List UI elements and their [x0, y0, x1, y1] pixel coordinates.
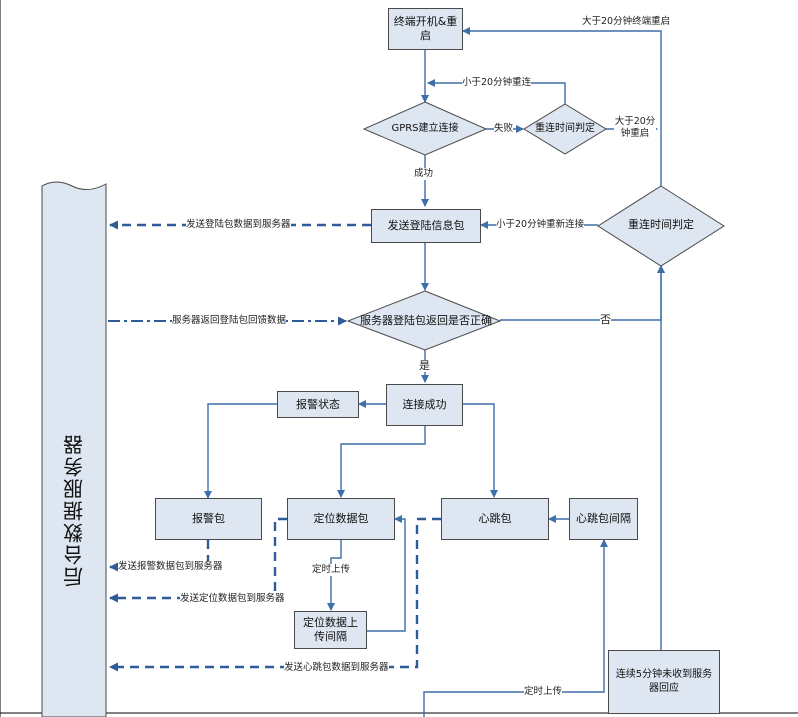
fail-label: 失败 — [494, 123, 514, 135]
location-packet-box: 定位数据包 — [287, 498, 395, 540]
alarm-packet-box: 报警包 — [155, 498, 262, 540]
timed-upload-label-2: 定时上传 — [524, 686, 563, 698]
timed-upload-label-1: 定时上传 — [312, 564, 351, 576]
server-label: 后台数据服务器 — [62, 433, 87, 587]
alarm-state-box: 报警状态 — [277, 391, 359, 418]
gt20-restart-label: 大于20分钟重启 — [614, 116, 656, 140]
no-reply-restart-box: 连续5分钟未收到服务器回应 — [608, 650, 720, 714]
send-heartbeat-to-server-label: 发送心跳包数据到服务器 — [284, 662, 389, 674]
send-alarm-to-server-label: 发送报警数据包到服务器 — [118, 561, 223, 573]
connected-box: 连接成功 — [386, 384, 463, 426]
no-label: 否 — [600, 313, 611, 326]
heartbeat-interval-box: 心跳包间隔 — [569, 498, 638, 540]
success-label: 成功 — [414, 168, 434, 180]
terminal-boot-box: 终端开机&重启 — [388, 8, 463, 50]
send-location-to-server-label: 发送定位数据包到服务器 — [180, 593, 285, 605]
gprs-connect-diamond — [362, 101, 488, 156]
server-login-reply-label: 服务器返回登陆包回馈数据 — [172, 315, 287, 327]
heartbeat-packet-box: 心跳包 — [441, 498, 549, 540]
reconnect-time-check-top-diamond — [523, 103, 607, 155]
lt20-new-connect-label: 小于20分钟重新连接 — [496, 219, 585, 231]
lt20-reconnect-label: 小于20分钟重连 — [462, 77, 532, 89]
send-login-to-server-label: 发送登陆包数据到服务器 — [186, 219, 291, 231]
gt20-terminal-restart-label: 大于20分钟终端重启 — [582, 16, 671, 28]
send-login-box: 发送登陆信息包 — [371, 209, 481, 243]
login-reply-check-diamond — [346, 290, 502, 351]
yes-label: 是 — [419, 359, 430, 372]
location-upload-interval-box: 定位数据上传间隔 — [294, 611, 367, 649]
server-banner-shape — [41, 181, 107, 717]
reconnect-time-check-right-diamond — [597, 185, 725, 267]
